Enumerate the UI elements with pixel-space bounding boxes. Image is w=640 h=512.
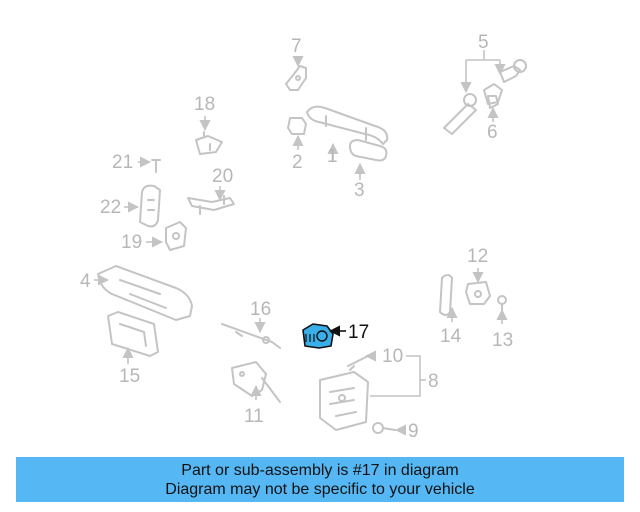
callout-5: 5 <box>478 32 489 53</box>
info-banner: Part or sub-assembly is #17 in diagram D… <box>16 457 624 502</box>
part-22-inside-handle[interactable] <box>139 184 161 228</box>
callout-2: 2 <box>292 152 303 173</box>
callout-15: 15 <box>119 366 140 387</box>
part-7-bracket[interactable] <box>285 65 307 91</box>
callout-13: 13 <box>492 330 513 351</box>
part-12-striker[interactable] <box>465 281 491 305</box>
callout-7: 7 <box>291 36 302 57</box>
callout-21: 21 <box>112 152 133 173</box>
callout-14: 14 <box>440 326 462 347</box>
part-8-lock-assembly[interactable] <box>319 371 369 431</box>
part-20-rod-bracket[interactable] <box>187 195 235 215</box>
part-15-trim[interactable] <box>107 311 159 357</box>
callout-6: 6 <box>487 122 498 143</box>
callout-4: 4 <box>80 271 91 292</box>
part-9-bolt[interactable] <box>372 422 396 434</box>
part-18-bracket[interactable] <box>195 131 223 155</box>
part-6-retainer[interactable] <box>487 95 499 109</box>
banner-line-1: Part or sub-assembly is #17 in diagram <box>181 461 459 479</box>
callout-17: 17 <box>348 322 369 343</box>
part-17-highlighted[interactable] <box>302 323 334 349</box>
callout-12: 12 <box>467 246 488 267</box>
part-16-rod[interactable] <box>221 323 281 349</box>
callout-20: 20 <box>212 166 233 187</box>
callout-18: 18 <box>194 94 215 115</box>
part-1-outside-handle[interactable] <box>306 105 389 145</box>
callout-8: 8 <box>428 371 439 392</box>
part-14-shim[interactable] <box>439 274 453 316</box>
callout-10: 10 <box>382 346 403 367</box>
part-10-link[interactable] <box>347 355 369 371</box>
part-2-pad[interactable] <box>287 117 307 135</box>
part-4-bezel[interactable] <box>97 265 193 321</box>
banner-line-2: Diagram may not be specific to your vehi… <box>165 480 475 498</box>
parts-diagram: 7 1 2 3 5 6 18 21 <box>80 32 527 442</box>
part-11-bracket[interactable] <box>231 361 281 403</box>
callout-11: 11 <box>244 406 264 427</box>
callout-1: 1 <box>327 146 338 167</box>
part-5-lock-cylinder[interactable] <box>443 59 527 135</box>
callout-16: 16 <box>250 299 271 320</box>
callout-9: 9 <box>408 421 419 442</box>
part-3-handle-cap[interactable] <box>349 139 388 162</box>
callout-3: 3 <box>354 180 365 201</box>
callout-22: 22 <box>100 197 121 218</box>
callout-19: 19 <box>121 232 142 253</box>
part-19-clip[interactable] <box>165 221 187 251</box>
part-21-screw[interactable] <box>151 159 161 173</box>
